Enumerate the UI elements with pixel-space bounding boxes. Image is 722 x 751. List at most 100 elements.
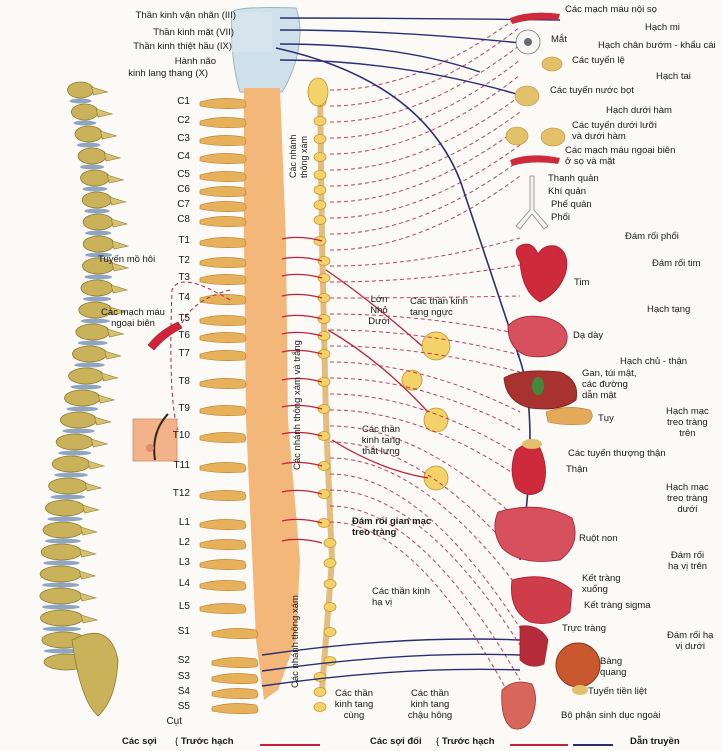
spine-process-16 <box>90 438 109 448</box>
postganglionic-fiber-20 <box>329 409 521 479</box>
pancreas-icon <box>545 407 593 425</box>
vertebra-c7 <box>199 201 247 212</box>
label-heart: Tim <box>574 277 590 288</box>
spine-disc-8 <box>84 274 113 280</box>
label-peripheral-vessels-left: Các mạch máu ngoại biên <box>101 307 165 329</box>
vertebra-s2 <box>211 657 259 668</box>
cord-body <box>244 88 300 700</box>
vertebra-s1 <box>211 628 259 639</box>
postganglionic-fiber-12 <box>329 264 521 283</box>
spine-process-9 <box>110 284 129 294</box>
label-prostate: Tuyến tiền liệt <box>588 686 647 697</box>
postganglionic-fiber-7 <box>329 126 521 203</box>
chain-ganglion-c7 <box>313 200 327 210</box>
label-eye: Mắt <box>551 34 567 45</box>
label-head-vessels: Các mạch máu ngoại biên ở sọ và mặt <box>565 145 676 167</box>
label-intracranial-vessels: Các mạch máu nội sọ <box>565 4 657 15</box>
spine-disc-12 <box>74 362 105 368</box>
postganglionic-fiber-3 <box>329 59 521 139</box>
postganglionic-fiber-1 <box>329 26 521 107</box>
lesser-splanchnic <box>327 329 429 413</box>
chain-ganglion-c3 <box>313 134 327 144</box>
level-t12: T12 <box>172 488 190 499</box>
peripheral-vessel-icon <box>147 321 183 351</box>
chain-ganglion-c2 <box>313 116 327 126</box>
label-aorticorenal-ganglion: Hạch chủ - thận <box>620 356 688 367</box>
pelvic-splanchnic-fiber-2 <box>261 668 521 687</box>
label-vagus-nerve: kinh lang thang (X) <box>128 68 208 79</box>
label-salivary-glands: Các tuyến nước bọt <box>550 85 634 96</box>
nerve-fibers <box>170 14 561 716</box>
preganglionic-ramus-4 <box>281 314 323 320</box>
spine-process-0 <box>91 86 109 96</box>
prostate-icon <box>572 685 588 695</box>
chain-ganglion-c5 <box>313 170 327 180</box>
spine-disc-0 <box>69 98 92 104</box>
postganglionic-fiber-14 <box>329 313 521 335</box>
postganglionic-fiber-15 <box>329 329 521 356</box>
spine-process-12 <box>104 350 122 360</box>
label-facial-nerve: Thần kinh mặt (VII) <box>153 27 234 38</box>
label-trachea: Khí quản <box>548 186 587 197</box>
spine-vertebra-17 <box>51 455 91 473</box>
intracranial-vessel-icon <box>510 12 560 24</box>
spine-disc-13 <box>70 384 102 390</box>
level-t6: T6 <box>178 330 190 341</box>
preganglionic-ramus-9 <box>281 431 323 437</box>
sacrum-bone <box>71 632 119 717</box>
legend-fibers: Các sợi <box>122 736 157 747</box>
spine-process-6 <box>110 218 129 228</box>
level-l1: L1 <box>178 517 190 528</box>
chain-ganglion-l4 <box>323 579 337 589</box>
postganglionic-fiber-17 <box>329 361 521 413</box>
level-cụt: Cụt <box>166 716 182 727</box>
level-c5: C5 <box>177 169 190 180</box>
chain-ganglion-t7 <box>317 349 331 359</box>
spine-vertebra-20 <box>42 521 84 539</box>
vertebra-t1 <box>199 237 247 248</box>
label-small-intestine: Ruột non <box>579 533 618 544</box>
spine-disc-21 <box>43 560 80 566</box>
spine-process-7 <box>111 240 130 250</box>
spine-vertebra-0 <box>67 81 94 99</box>
spine-vertebra-2 <box>74 125 103 143</box>
spine-vertebra-13 <box>68 367 104 385</box>
adrenal-gland-icon <box>522 439 542 449</box>
level-t2: T2 <box>178 255 190 266</box>
spine-disc-2 <box>77 142 101 148</box>
aorticorenal-ganglion <box>401 369 423 391</box>
legend-preganglionic: { Trước hạch <box>175 736 234 747</box>
chain-ganglion-l3 <box>323 558 337 568</box>
spine-disc-9 <box>82 296 112 302</box>
chain-ganglion-s1 <box>323 627 337 637</box>
spine-vertebra-5 <box>81 191 113 209</box>
legend-preganglionic-2-line <box>510 744 568 746</box>
spine-disc-4 <box>82 186 108 192</box>
level-t7: T7 <box>178 348 190 359</box>
label-lumbar-splanchnic: Các thần kinh tang thắt lưng <box>361 424 401 457</box>
spinal-cord <box>231 7 301 700</box>
legend-preganglionic-line <box>260 744 320 746</box>
inferior-mesenteric-ganglion <box>423 465 449 491</box>
hair-follicle <box>153 413 169 461</box>
label-superior-mesenteric-ganglion: Hạch mạc treo tràng trên <box>666 406 709 439</box>
spine-process-5 <box>109 196 127 206</box>
spine-disc-11 <box>77 340 108 346</box>
postganglionic-fiber-19 <box>329 393 521 457</box>
vertebra-t11 <box>199 462 247 473</box>
spine-vertebra-21 <box>40 543 83 561</box>
preganglionic-ramus-2 <box>281 273 323 279</box>
vertebra-c4 <box>199 153 247 164</box>
lacrimal-gland-icon <box>541 56 563 72</box>
level-c4: C4 <box>177 151 190 162</box>
level-c6: C6 <box>177 184 190 195</box>
postganglionic-fiber-13 <box>329 295 521 299</box>
vertebra-l3 <box>199 559 247 570</box>
head-vessel-icon <box>510 155 560 166</box>
chain-ganglion-c4 <box>313 152 327 162</box>
legend-preganglionic-2: { Trước hạch <box>436 736 495 747</box>
vertebra-t7 <box>199 350 247 361</box>
postganglionic-fiber-22 <box>329 441 521 561</box>
level-c8: C8 <box>177 214 190 225</box>
